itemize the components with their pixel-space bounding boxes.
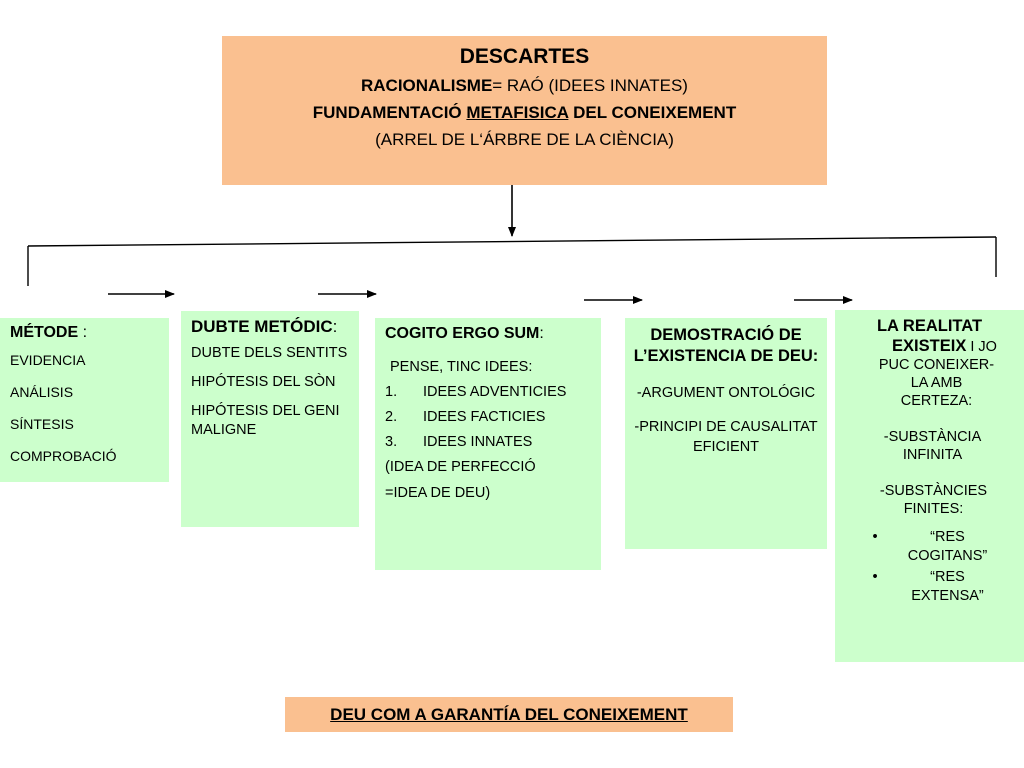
god-proof-box: DEMOSTRACIÓ DE L’EXISTENCIA DE DEU: -ARG…: [625, 318, 827, 549]
metaphysics-label: METAFISICA: [466, 103, 569, 122]
bullet-icon: •: [872, 529, 878, 545]
doubt-item: DUBTE DELS SENTITS: [191, 345, 348, 361]
branch-line: [27, 236, 997, 247]
cogito-item: 3.IDEES INNATES: [385, 434, 533, 450]
reality-title-line-1: LA REALITAT: [876, 317, 983, 335]
cogito-title: COGITO ERGO SUM:: [385, 325, 544, 342]
cogito-subtitle: PENSE, TINC IDEES:: [390, 359, 533, 375]
method-item: SÍNTESIS: [10, 416, 74, 432]
reality-bullet: •“RES EXTENSA”: [839, 568, 1020, 606]
god-proof-title: DEMOSTRACIÓ DE L’EXISTENCIA DE DEU:: [633, 326, 819, 365]
doubt-box: DUBTE METÓDIC: DUBTE DELS SENTITS HIPÓTE…: [181, 311, 359, 527]
finite-substances: -SUBSTÀNCIES FINITES:: [879, 483, 988, 517]
reality-box: LA REALITAT EXISTEIX I JO PUC CONEIXER-L…: [835, 310, 1024, 662]
method-item: COMPROBACIÓ: [10, 448, 117, 464]
rationalism-label: RACIONALISME: [361, 76, 493, 95]
header-title: DESCARTES: [459, 45, 590, 68]
reality-bullet: •“RES COGITANS”: [839, 528, 1020, 566]
cogito-item: 2.IDEES FACTICIES: [385, 409, 546, 425]
header-line-2: FUNDAMENTACIÓ METAFISICA DEL CONEIXEMENT: [312, 103, 737, 122]
bullet-icon: •: [872, 569, 878, 585]
doubt-title: DUBTE METÓDIC:: [191, 317, 338, 336]
header-box: DESCARTES RACIONALISME= RAÓ (IDEES INNAT…: [222, 36, 827, 185]
god-proof-item: -ARGUMENT ONTOLÓGIC: [636, 385, 816, 401]
doubt-item: HIPÓTESIS DEL SÒN: [191, 374, 336, 390]
reality-title-line-2: EXISTEIX I JO: [892, 337, 997, 355]
footer-box: DEU COM A GARANTÍA DEL CONEIXEMENT: [285, 697, 733, 732]
god-proof-item: -PRINCIPI DE CAUSALITAT EFICIENT: [634, 419, 818, 455]
method-title: MÉTODE :: [10, 324, 88, 341]
doubt-item: HIPÓTESIS DEL GENI MALIGNE: [191, 403, 340, 438]
method-item: ANÁLISIS: [10, 384, 74, 400]
cogito-box: COGITO ERGO SUM: PENSE, TINC IDEES: 1.ID…: [375, 318, 601, 570]
header-line-1: RACIONALISME= RAÓ (IDEES INNATES): [361, 76, 688, 95]
cogito-note: =IDEA DE DEU): [385, 485, 491, 501]
method-item: EVIDENCIA: [10, 352, 86, 368]
cogito-note: (IDEA DE PERFECCIÓ: [385, 459, 536, 475]
infinite-substance: -SUBSTÀNCIA INFINITA: [883, 429, 982, 463]
method-box: MÉTODE : EVIDENCIA ANÁLISIS SÍNTESIS COM…: [0, 318, 169, 482]
reality-text: PUC CONEIXER-LA AMB CERTEZA:: [878, 357, 995, 409]
header-line-3: (ARREL DE L‘ÁRBRE DE LA CIÈNCIA): [375, 130, 674, 149]
cogito-item: 1.IDEES ADVENTICIES: [385, 384, 567, 400]
